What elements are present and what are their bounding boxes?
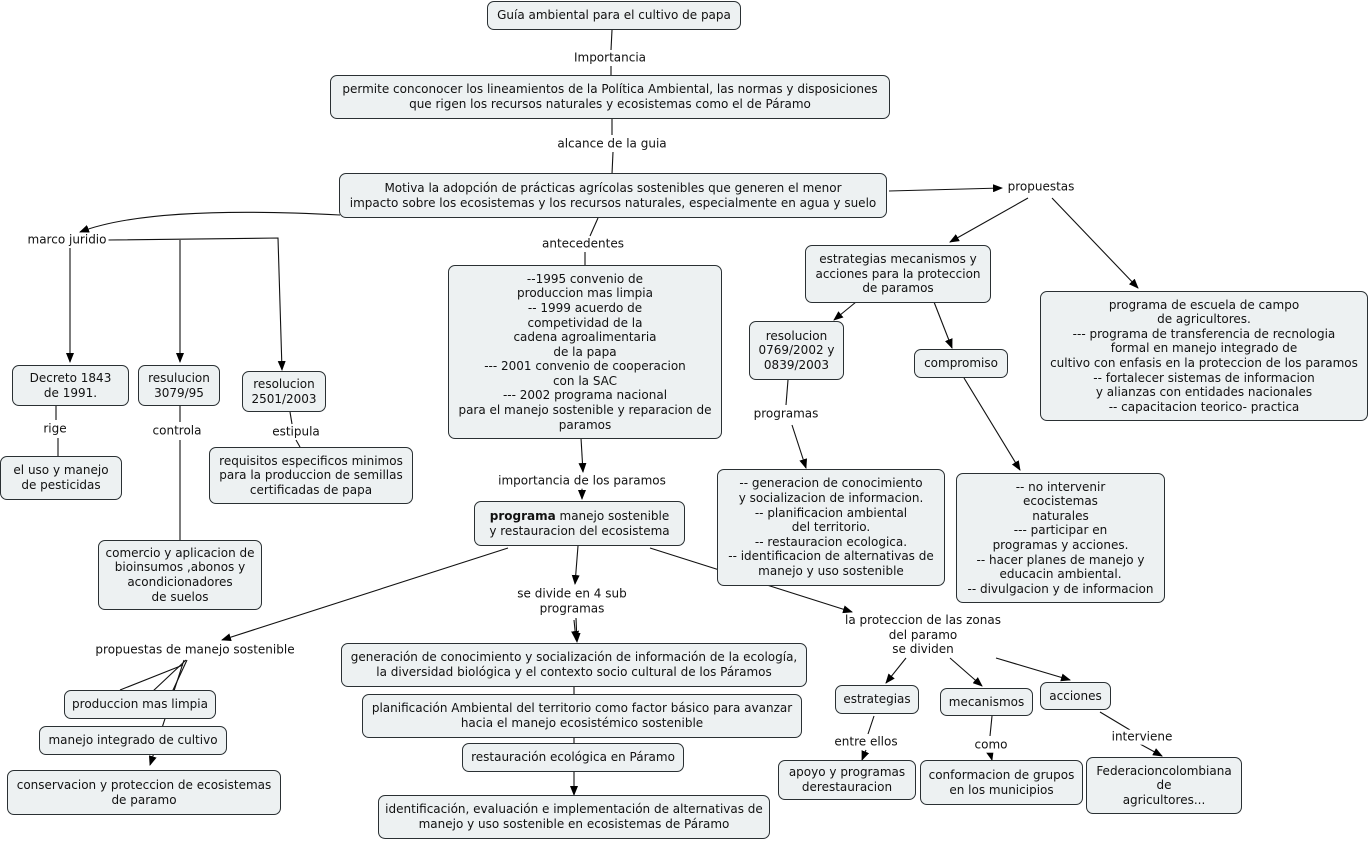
label-rige: rige (41, 421, 69, 437)
node-apoyo[interactable]: apoyo y programas derestauracion (778, 760, 916, 800)
node-antecedentes-list[interactable]: --1995 convenio de produccion mas limpia… (448, 265, 722, 439)
node-generacion-list[interactable]: -- generacion de conocimiento y socializ… (717, 469, 945, 586)
node-pesticidas-text: el uso y manejo de pesticidas (13, 463, 109, 492)
node-planificacion-text: planificación Ambiental del territorio c… (371, 701, 793, 730)
node-comercio-text: comercio y aplicacion de bioinsumos ,abo… (105, 545, 255, 604)
node-conformacion[interactable]: conformacion de grupos en los municipios (920, 760, 1083, 805)
node-comercio[interactable]: comercio y aplicacion de bioinsumos ,abo… (98, 540, 262, 610)
label-propuestas-manejo: propuestas de manejo sostenible (93, 642, 297, 658)
node-manejo-integrado[interactable]: manejo integrado de cultivo (39, 726, 227, 755)
label-importancia-paramos: importancia de los paramos (496, 473, 668, 489)
node-planificacion[interactable]: planificación Ambiental del territorio c… (362, 694, 802, 738)
node-restauracion-text: restauración ecológica en Páramo (471, 750, 675, 765)
node-generacion-conocimiento[interactable]: generación de conocimiento y socializaci… (341, 643, 807, 687)
node-permite[interactable]: permite conconocer los lineamientos de l… (330, 75, 890, 119)
node-resolucion-0769[interactable]: resolucion 0769/2002 y 0839/2003 (749, 321, 844, 380)
node-acciones[interactable]: acciones (1040, 682, 1111, 710)
node-apoyo-text: apoyo y programas derestauracion (788, 765, 906, 794)
label-marco-juridico: marco juridio (25, 232, 109, 248)
label-controla: controla (150, 423, 204, 439)
node-decreto-text: Decreto 1843 de 1991. (29, 370, 112, 400)
node-mecanismos-text: mecanismos (948, 694, 1025, 709)
node-mecanismos[interactable]: mecanismos (940, 688, 1033, 716)
node-requisitos-text: requisitos especificos minimos para la p… (219, 453, 403, 497)
node-produccion-limpia[interactable]: produccion mas limpia (64, 690, 216, 719)
node-resolucion-2501[interactable]: resolucion 2501/2003 (242, 371, 326, 412)
node-conservacion-text: conservacion y proteccion de ecosistemas… (16, 777, 272, 807)
node-generacion-conocimiento-text: generación de conocimiento y socializaci… (350, 650, 798, 679)
node-resolucion-3079-text: resulucion 3079/95 (148, 370, 210, 400)
node-no-intervenir-text: -- no intervenir ecocistemas naturales -… (967, 479, 1154, 596)
label-programas: programas (751, 406, 821, 422)
label-interviene: interviene (1109, 729, 1175, 745)
node-estrategias-text: estrategias (843, 692, 911, 707)
node-decreto[interactable]: Decreto 1843 de 1991. (12, 365, 129, 406)
label-entre-ellos: entre ellos (832, 734, 900, 750)
label-como: como (972, 737, 1010, 753)
node-title-text: Guía ambiental para el cultivo de papa (497, 8, 731, 23)
node-resolucion-0769-text: resolucion 0769/2002 y 0839/2003 (758, 328, 835, 372)
node-identificacion-text: identificación, evaluación e implementac… (385, 802, 763, 831)
node-resolucion-3079[interactable]: resulucion 3079/95 (138, 365, 220, 406)
node-escuela-campo-text: programa de escuela de campo de agricult… (1050, 297, 1358, 414)
label-estipula: estipula (270, 424, 322, 440)
node-manejo-integrado-text: manejo integrado de cultivo (48, 733, 218, 748)
label-importancia: Importancia (571, 50, 649, 66)
node-motiva[interactable]: Motiva la adopción de prácticas agrícola… (339, 173, 887, 218)
node-programa-text: programa manejo sostenible y restauracio… (489, 509, 669, 538)
node-motiva-text: Motiva la adopción de prácticas agrícola… (349, 180, 877, 210)
node-requisitos[interactable]: requisitos especificos minimos para la p… (209, 447, 413, 504)
node-title[interactable]: Guía ambiental para el cultivo de papa (487, 1, 741, 30)
node-pesticidas[interactable]: el uso y manejo de pesticidas (0, 456, 122, 500)
label-propuestas: propuestas (1005, 179, 1077, 195)
programa-bold: programa (489, 508, 556, 523)
node-no-intervenir[interactable]: -- no intervenir ecocistemas naturales -… (956, 473, 1165, 603)
label-antecedentes: antecedentes (540, 236, 626, 252)
node-restauracion[interactable]: restauración ecológica en Páramo (462, 743, 684, 772)
node-escuela-campo[interactable]: programa de escuela de campo de agricult… (1040, 291, 1368, 421)
node-identificacion[interactable]: identificación, evaluación e implementac… (378, 795, 770, 839)
node-resolucion-2501-text: resolucion 2501/2003 (251, 376, 317, 406)
node-conservacion[interactable]: conservacion y proteccion de ecosistemas… (7, 770, 281, 815)
label-alcance: alcance de la guia (555, 136, 669, 152)
node-antecedentes-text: --1995 convenio de produccion mas limpia… (458, 271, 712, 432)
programa-rest: manejo sostenible y restauracion del eco… (489, 508, 670, 538)
node-estrategias-mecanismos[interactable]: estrategias mecanismos y acciones para l… (805, 245, 991, 303)
node-federacion-text: Federacioncolombiana de agricultores... (1096, 763, 1232, 807)
node-compromiso[interactable]: compromiso (914, 349, 1008, 378)
node-acciones-text: acciones (1049, 688, 1102, 703)
node-generacion-list-text: -- generacion de conocimiento y socializ… (728, 476, 934, 578)
node-federacion[interactable]: Federacioncolombiana de agricultores... (1086, 757, 1242, 814)
node-compromiso-text: compromiso (924, 356, 998, 371)
node-conformacion-text: conformacion de grupos en los municipios (928, 767, 1075, 797)
node-estrategias[interactable]: estrategias (835, 685, 919, 714)
node-estrategias-mecanismos-text: estrategias mecanismos y acciones para l… (815, 252, 981, 296)
label-proteccion-zonas: la proteccion de las zonas del paramo se… (843, 613, 1003, 657)
node-programa[interactable]: programa manejo sostenible y restauracio… (474, 501, 685, 546)
node-permite-text: permite conconocer los lineamientos de l… (342, 82, 878, 111)
node-produccion-limpia-text: produccion mas limpia (72, 697, 208, 712)
label-se-divide: se divide en 4 sub programas (515, 586, 629, 616)
